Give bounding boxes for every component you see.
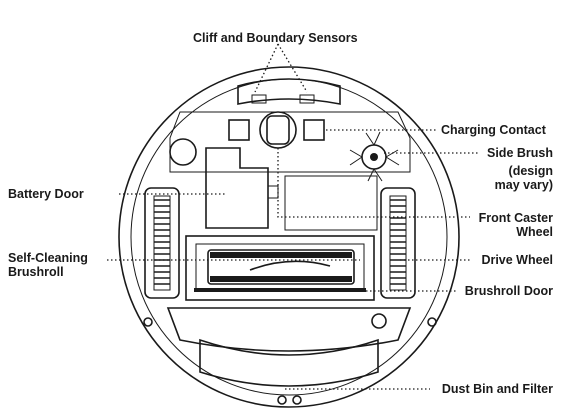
drive-wheel-left-tread bbox=[154, 199, 170, 285]
label-self-cleaning-group: Self-Cleaning Brushroll bbox=[8, 251, 88, 279]
label-brushroll-door: Brushroll Door bbox=[464, 284, 553, 298]
right-panel bbox=[284, 175, 378, 231]
front-bumper-housing bbox=[237, 78, 341, 105]
label-front-caster-2: Wheel bbox=[516, 225, 553, 239]
brushroll bbox=[207, 249, 355, 285]
dust-bin bbox=[199, 338, 379, 387]
leader-lines bbox=[107, 43, 480, 390]
outer-shell bbox=[118, 66, 460, 408]
screw-bottom-left bbox=[277, 395, 287, 405]
label-side-brush: Side Brush bbox=[487, 146, 553, 160]
label-dust-bin: Dust Bin and Filter bbox=[441, 382, 553, 396]
dust-bin-screw bbox=[371, 313, 387, 329]
side-brush-center bbox=[370, 153, 378, 161]
label-cliff-sensors: Cliff and Boundary Sensors bbox=[193, 31, 358, 45]
screw-right bbox=[427, 317, 437, 327]
label-self-cleaning-2: Brushroll bbox=[8, 265, 64, 279]
left-sensor-disc bbox=[169, 138, 197, 166]
brushroll-door-edge bbox=[194, 288, 366, 292]
label-charging-contact: Charging Contact bbox=[441, 123, 546, 137]
drive-wheel-right bbox=[389, 195, 407, 291]
screw-left bbox=[143, 317, 153, 327]
label-front-caster-group: Front Caster Wheel bbox=[479, 211, 553, 239]
leader-cliff-sensors bbox=[254, 43, 308, 93]
dust-bin-upper bbox=[166, 307, 412, 352]
cliff-sensor-right bbox=[299, 94, 315, 104]
brushroll-door-frame bbox=[185, 235, 375, 301]
drive-wheel-right-housing bbox=[380, 187, 416, 299]
upper-plate bbox=[169, 111, 411, 173]
label-self-cleaning-1: Self-Cleaning bbox=[8, 251, 88, 265]
label-battery-door: Battery Door bbox=[8, 187, 84, 201]
label-front-caster-1: Front Caster bbox=[478, 211, 553, 225]
label-side-brush-group: Side Brush (design may vary) bbox=[487, 146, 553, 192]
charging-contact-left bbox=[228, 119, 250, 141]
brushroll-bristles-top bbox=[210, 252, 352, 258]
brushroll-spiral bbox=[249, 260, 331, 271]
battery-door-latch bbox=[267, 185, 279, 199]
brushroll-cavity bbox=[195, 243, 365, 291]
label-drive-wheel: Drive Wheel bbox=[481, 253, 553, 267]
brushroll-bristles-bottom bbox=[210, 276, 352, 282]
cliff-sensor-left bbox=[251, 94, 267, 104]
drive-wheel-left bbox=[153, 195, 171, 291]
drive-wheel-right-tread bbox=[390, 199, 406, 285]
screw-bottom-right bbox=[292, 395, 302, 405]
label-side-brush-note-1: (design bbox=[508, 164, 553, 178]
front-caster-housing bbox=[259, 111, 297, 149]
leader-front-caster bbox=[277, 148, 470, 218]
label-side-brush-note-2: may vary) bbox=[494, 178, 553, 192]
charging-contact-right bbox=[303, 119, 325, 141]
battery-door bbox=[205, 147, 269, 229]
front-caster-wheel bbox=[266, 115, 290, 145]
drive-wheel-left-housing bbox=[144, 187, 180, 299]
